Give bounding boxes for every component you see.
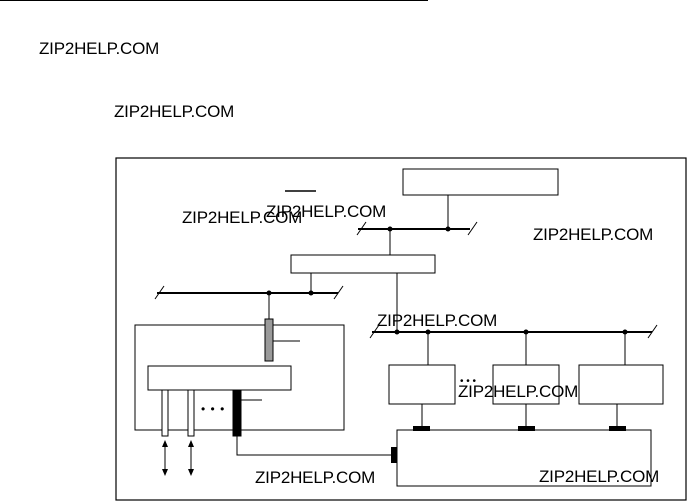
left-bus-node-2 [308,290,314,296]
upper-bus-tick-left [356,221,367,236]
watermark: ZIP2HELP.COM [114,102,235,121]
lower-block-port-3 [609,426,626,431]
unit-block-3 [578,364,664,405]
watermark: ZIP2HELP.COM [255,468,376,487]
unit-ellipsis: • • • [460,376,477,387]
watermark: ZIP2HELP.COM [377,311,498,330]
io-arrow-down-1 [162,469,168,476]
unit-block-1 [388,364,456,405]
grey-connector [264,318,274,362]
middle-block [290,254,436,274]
lower-block-port-1 [413,426,430,431]
io-arrow-up-2 [188,440,194,447]
io-arrow-down-2 [188,469,194,476]
inner-pin-1 [161,389,169,437]
watermark: ZIP2HELP.COM [182,208,303,227]
left-bus-tick-right [333,285,344,300]
black-connector [232,389,242,437]
watermark: ZIP2HELP.COM [533,225,654,244]
io-arrow-up-1 [162,440,168,447]
right-bus-node-1 [394,329,400,335]
outer-frame [115,157,687,501]
inner-block [147,365,292,391]
upper-bus-node-2 [445,226,451,232]
unit-block-2 [492,364,560,405]
inner-pin-ellipsis: • • • [201,402,226,416]
top-rule [0,0,428,1]
top-block [402,168,559,196]
lower-block-port-2 [518,426,535,431]
left-bus-tick-left [154,285,165,300]
lower-block [396,429,652,487]
watermark: ZIP2HELP.COM [266,202,387,221]
upper-bus-tick-right [467,221,478,236]
right-bus-tick-right [647,324,658,339]
right-bus-tick-left [369,324,380,339]
watermark: ZIP2HELP.COM [39,39,160,58]
watermark: ZIP2HELP.COM [458,382,579,401]
cable-to-lower-block [236,436,394,456]
lower-block-port [391,447,397,463]
watermark: ZIP2HELP.COM [539,467,660,486]
inner-pin-2 [187,389,195,437]
